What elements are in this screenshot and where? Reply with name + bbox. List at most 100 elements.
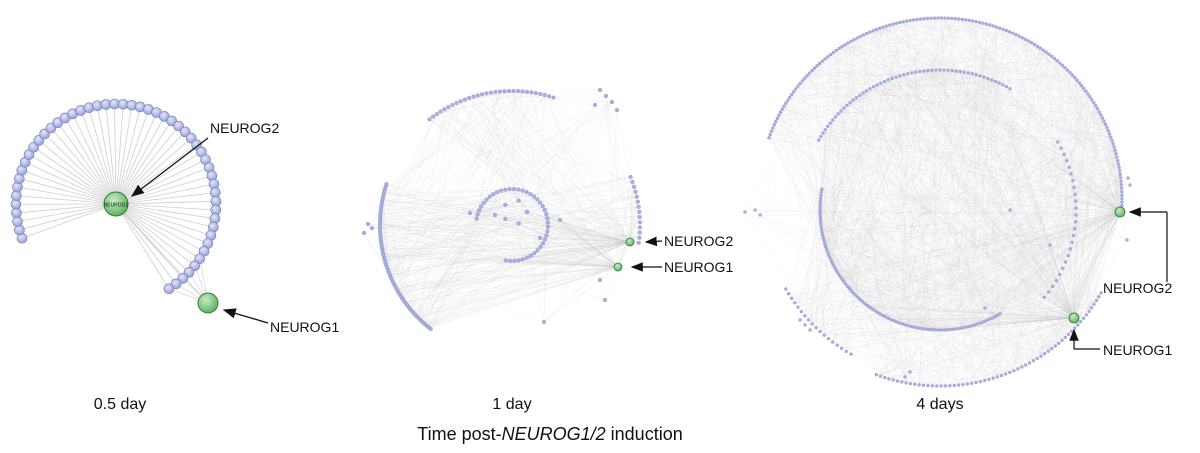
network-edge xyxy=(923,248,1071,386)
network-edge xyxy=(1071,173,1123,199)
network-edge xyxy=(785,103,1075,319)
network-edge xyxy=(877,84,1075,319)
target-node xyxy=(894,21,899,25)
network-edge xyxy=(934,18,1075,319)
network-edge xyxy=(772,24,990,129)
network-edge xyxy=(972,20,1045,298)
network-edge xyxy=(1073,174,1121,319)
target-node xyxy=(1084,313,1088,317)
network-edge xyxy=(903,21,1100,112)
target-node xyxy=(502,89,507,94)
network-edge xyxy=(847,42,1075,319)
network-edge xyxy=(821,192,1075,319)
network-edge xyxy=(783,106,1075,319)
network-edge xyxy=(858,211,1121,298)
network-edge xyxy=(941,17,973,74)
network-edge xyxy=(460,101,548,219)
network-edge xyxy=(819,204,863,302)
network-edge xyxy=(799,211,1121,321)
network-edge xyxy=(825,211,1121,247)
network-edge xyxy=(391,109,618,280)
neurog2-label: NEUROG2 xyxy=(1103,280,1172,296)
network-edge xyxy=(825,177,1121,247)
network-edge xyxy=(908,325,994,379)
target-node xyxy=(528,253,533,258)
network-edge xyxy=(832,119,1034,361)
network-edge xyxy=(919,211,1121,385)
network-edge xyxy=(433,116,631,243)
network-edge xyxy=(1106,127,1121,213)
target-node xyxy=(477,208,482,213)
network-edge xyxy=(383,254,511,262)
network-edge xyxy=(842,211,1121,280)
network-edge xyxy=(483,202,631,243)
network-edge xyxy=(840,276,1099,297)
network-edge xyxy=(389,93,541,275)
network-edge xyxy=(821,192,1122,206)
network-edge xyxy=(383,241,631,255)
network-edge xyxy=(1040,211,1121,357)
network-edge xyxy=(843,81,885,282)
network-edge xyxy=(530,255,619,268)
network-edge xyxy=(923,317,1075,329)
network-edge xyxy=(950,317,1075,330)
target-node xyxy=(547,94,552,99)
network-edge xyxy=(1074,153,1117,329)
network-edge xyxy=(418,101,461,319)
network-edge xyxy=(939,69,1076,195)
network-edge xyxy=(830,25,890,124)
network-edge xyxy=(914,329,954,385)
network-edge xyxy=(864,303,964,385)
target-node xyxy=(1112,145,1116,149)
target-node xyxy=(1097,110,1101,114)
target-node xyxy=(803,323,807,327)
network-edge xyxy=(381,196,535,245)
network-edge xyxy=(477,95,619,268)
target-node xyxy=(1084,89,1088,93)
network-edge xyxy=(974,21,977,325)
network-edge xyxy=(785,103,1075,319)
network-edge xyxy=(994,316,1075,319)
network-edge xyxy=(827,56,1121,213)
target-node xyxy=(1071,178,1075,183)
network-edge xyxy=(827,56,912,327)
target-node xyxy=(769,129,774,133)
network-edge xyxy=(115,137,192,205)
network-edge xyxy=(941,17,1121,213)
network-edge xyxy=(380,236,543,244)
network-edge xyxy=(72,113,117,205)
network-edge xyxy=(835,116,852,292)
network-edge xyxy=(744,211,1042,357)
network-edge xyxy=(397,266,619,292)
network-edge xyxy=(832,263,929,386)
neurog2-arrow xyxy=(130,137,209,197)
network-edge xyxy=(876,329,930,375)
network-edge xyxy=(386,91,528,185)
network-edge xyxy=(934,18,1075,319)
target-node xyxy=(1070,240,1074,244)
network-edge xyxy=(778,115,981,382)
network-edge xyxy=(460,101,619,268)
network-edge xyxy=(787,100,813,324)
network-edge xyxy=(827,56,1118,161)
network-edge xyxy=(1105,124,1121,213)
target-node xyxy=(637,230,642,235)
network-edge xyxy=(775,121,822,196)
target-node xyxy=(632,184,637,189)
network-edge xyxy=(415,189,506,315)
network-edge xyxy=(1037,46,1098,109)
network-edge xyxy=(382,196,506,261)
network-edge xyxy=(841,279,1052,349)
network-edge xyxy=(877,312,945,331)
network-edge xyxy=(847,286,1049,293)
network-edge xyxy=(841,46,1075,319)
network-edge xyxy=(958,18,1121,213)
network-edge xyxy=(940,160,1118,387)
target-node xyxy=(592,102,598,108)
network-edge xyxy=(96,105,117,205)
network-edge xyxy=(911,326,963,328)
network-edge xyxy=(115,203,195,267)
network-edge xyxy=(984,356,1042,381)
network-edge xyxy=(782,109,1075,319)
network-edge xyxy=(819,102,851,332)
